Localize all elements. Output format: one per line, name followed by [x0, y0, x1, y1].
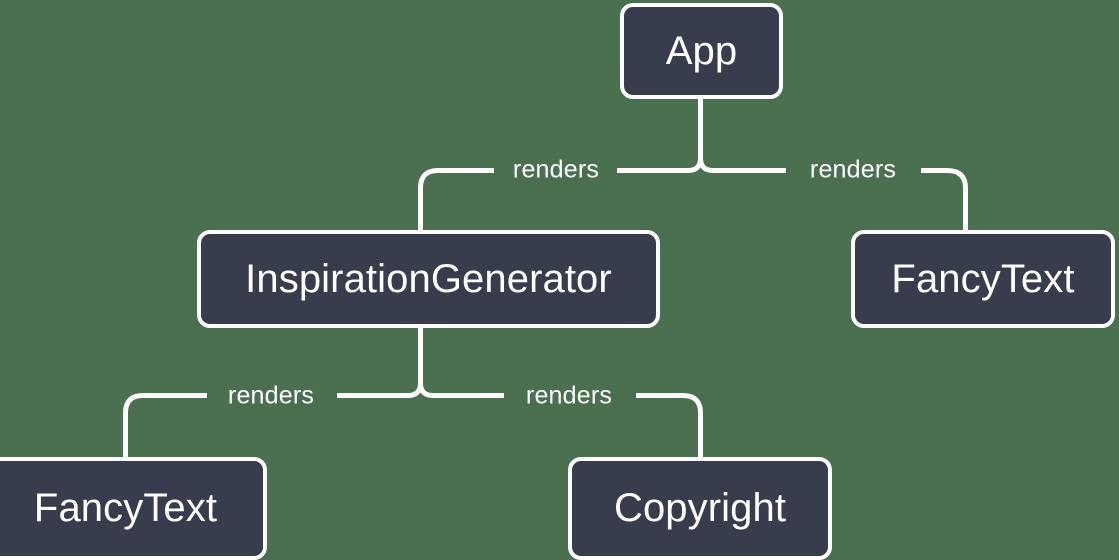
edge-inspiration-junction-left: [337, 382, 423, 398]
node-fancytext-bottom[interactable]: FancyText: [0, 457, 267, 560]
node-fancytext-right-label: FancyText: [891, 256, 1075, 301]
edge-inspiration-junction-right: [418, 382, 504, 398]
node-copyright-label: Copyright: [613, 486, 787, 530]
node-copyright[interactable]: Copyright: [568, 457, 832, 560]
node-inspiration-generator[interactable]: InspirationGenerator: [197, 230, 660, 328]
node-fancytext-bottom-label: FancyText: [33, 486, 218, 530]
edge-app-junction-left: [617, 157, 703, 173]
edge-label-app-inspiration: renders: [512, 155, 600, 184]
edge-inspiration-to-fancytext-horizontal: [123, 393, 207, 457]
edge-app-to-inspiration-horizontal: [418, 168, 494, 230]
edge-label-inspiration-copyright: renders: [525, 381, 613, 410]
node-inspiration-generator-label: InspirationGenerator: [245, 256, 612, 301]
edge-inspiration-to-copyright-horizontal: [636, 393, 703, 457]
node-app[interactable]: App: [620, 3, 783, 99]
node-app-label: App: [665, 28, 738, 73]
edge-app-to-fancytext-horizontal: [921, 168, 968, 230]
edge-label-app-fancytext: renders: [809, 155, 897, 184]
node-fancytext-right[interactable]: FancyText: [851, 230, 1115, 328]
edge-label-inspiration-fancytext: renders: [227, 381, 315, 410]
edge-app-junction-right: [698, 157, 786, 173]
